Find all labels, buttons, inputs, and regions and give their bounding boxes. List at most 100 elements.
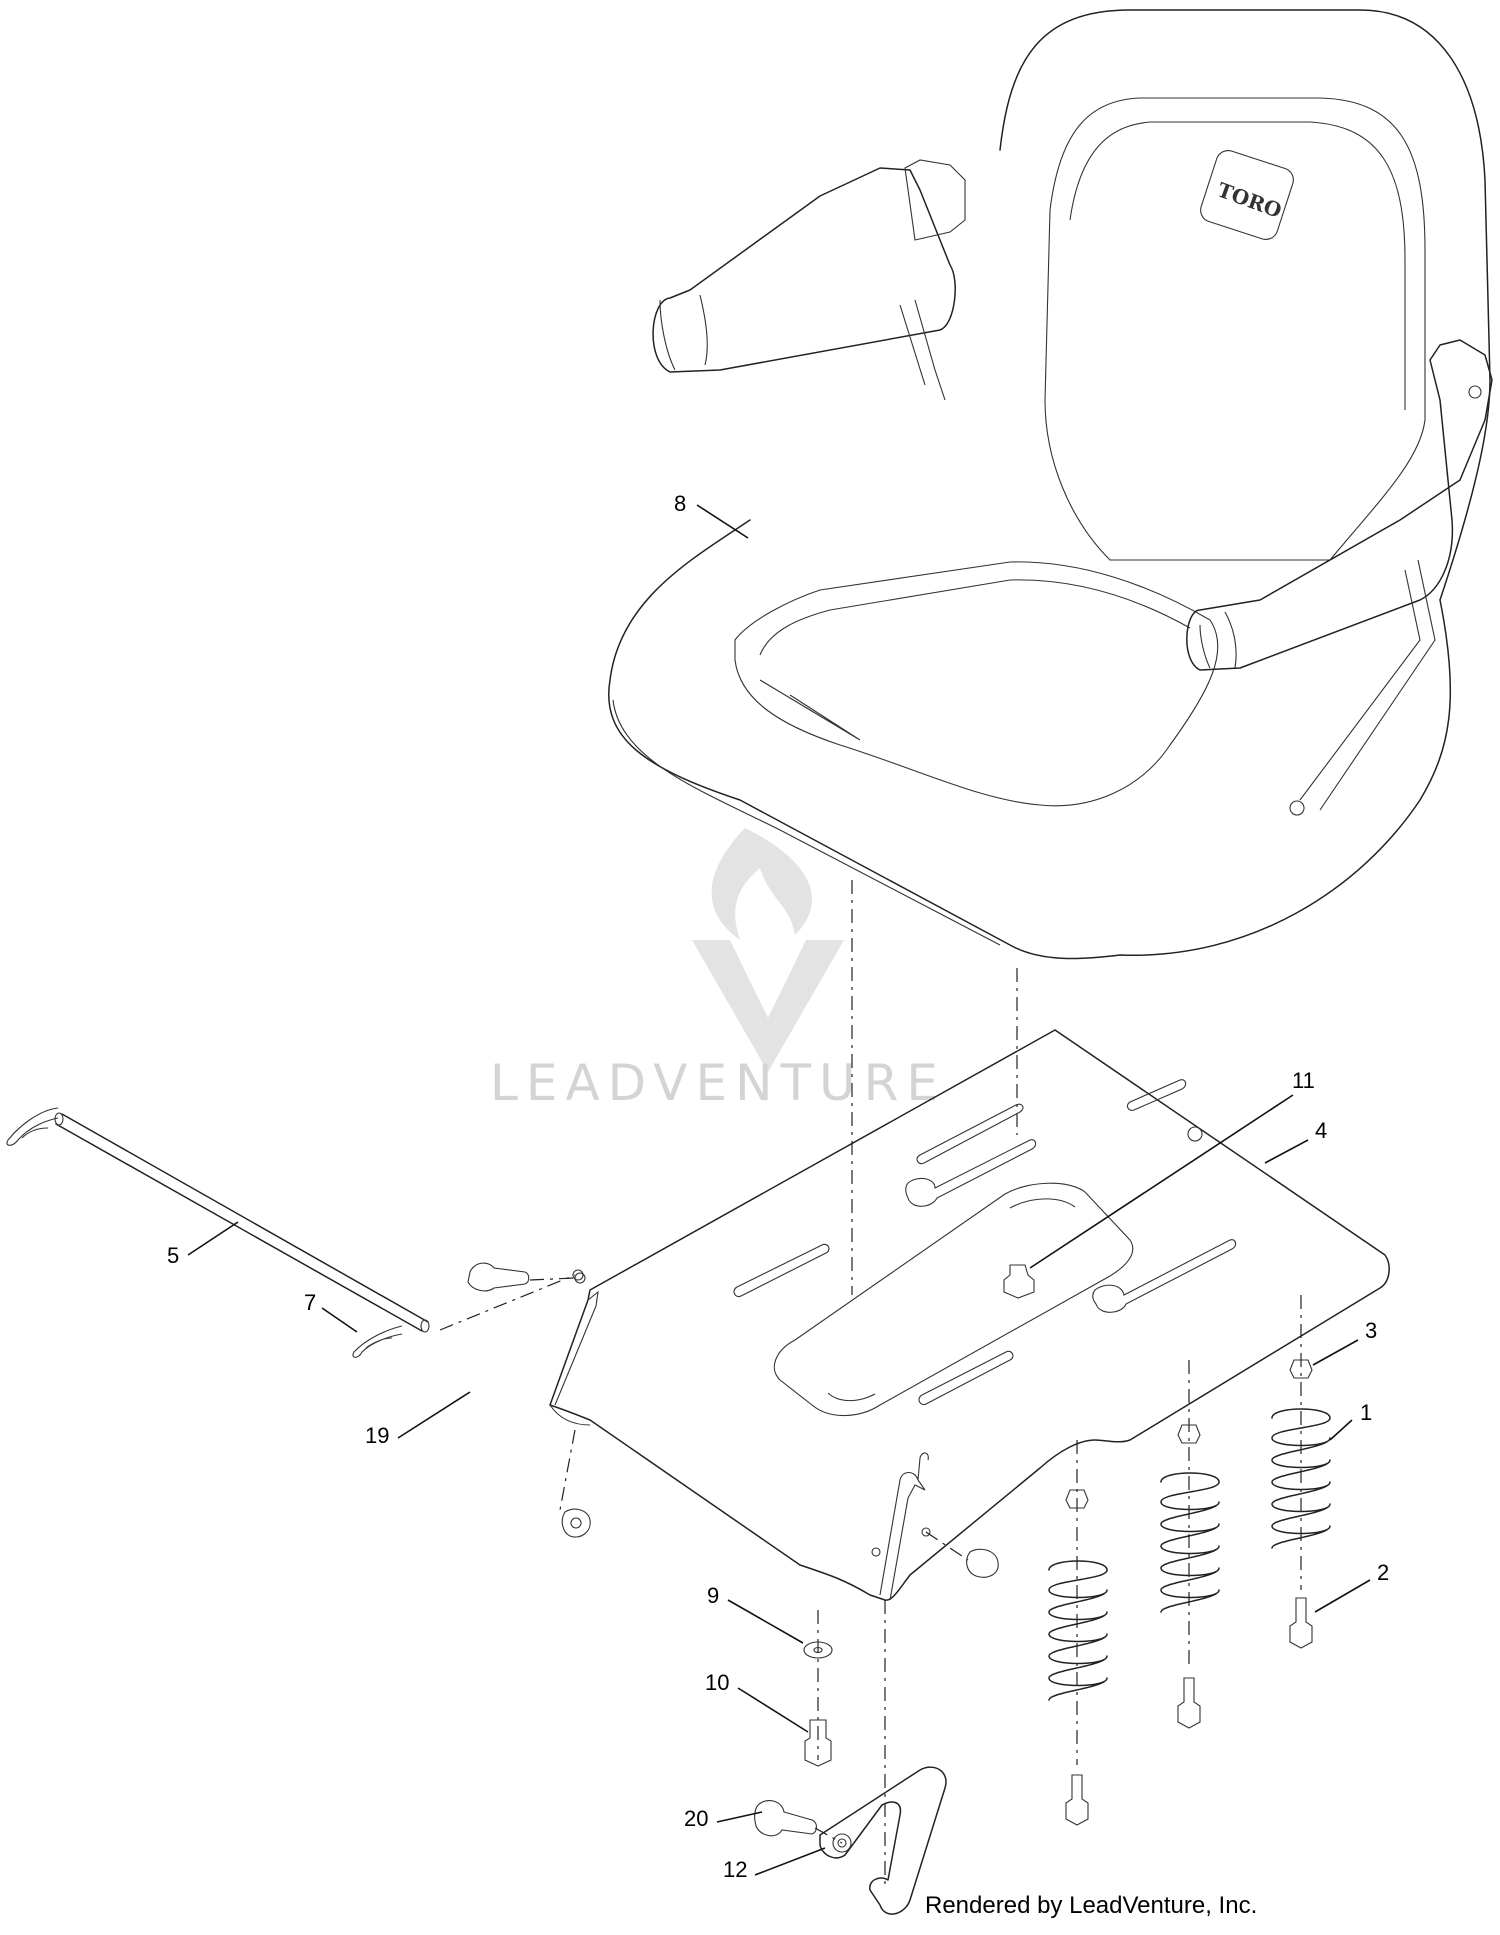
callout-20: 20 xyxy=(684,1806,708,1831)
leader-10 xyxy=(737,1687,809,1733)
callout-4: 4 xyxy=(1315,1118,1327,1143)
leader-5 xyxy=(187,1221,239,1256)
callout-7: 7 xyxy=(304,1290,316,1315)
plate-slot-4 xyxy=(918,1350,1014,1406)
seat-backrest-panel xyxy=(1044,97,1426,561)
callout-8: 8 xyxy=(674,491,686,516)
right-armrest-pivot xyxy=(1289,800,1305,816)
leader-8 xyxy=(696,504,749,539)
leader-9 xyxy=(727,1599,804,1644)
plate-side-hardware xyxy=(559,1429,999,1578)
front-bolt xyxy=(1065,1774,1089,1826)
front-spring xyxy=(1048,1560,1108,1701)
plate-keyhole-slot-1 xyxy=(905,1139,1037,1207)
plate-bracket-hole-2 xyxy=(921,1527,931,1537)
callout-2: 2 xyxy=(1377,1560,1389,1585)
callout-labels: 1 2 3 4 5 7 8 9 10 11 12 19 20 xyxy=(167,491,1389,1882)
bracket-nut xyxy=(966,1548,999,1578)
leader-1 xyxy=(1329,1419,1353,1441)
plate-center-opening-inner xyxy=(827,1198,1076,1402)
watermark-text: LEADVENTURE xyxy=(490,1054,946,1112)
right-armrest xyxy=(1186,339,1493,671)
callout-10: 10 xyxy=(705,1670,729,1695)
hairpin-clip-right xyxy=(352,1325,403,1358)
latch-plate-12 xyxy=(819,1766,947,1915)
plate-bracket-hole-1 xyxy=(871,1547,881,1557)
leader-11 xyxy=(1029,1094,1294,1269)
centerline-bolt-19 xyxy=(529,1277,576,1281)
seat-assembly: TORO xyxy=(608,9,1493,960)
shoulder-bolt-20 xyxy=(754,1799,818,1837)
leader-19 xyxy=(397,1391,471,1439)
plate-center-opening xyxy=(773,1182,1134,1417)
shoulder-bolt-19 xyxy=(467,1262,576,1292)
plate-keyhole-slot-2 xyxy=(1092,1239,1237,1313)
latch-plate-hole-inner xyxy=(837,1838,847,1848)
centerline-bracket-nut xyxy=(925,1531,969,1561)
leader-2 xyxy=(1314,1579,1371,1613)
plate-slot-2 xyxy=(1126,1079,1187,1111)
side-nut-hole xyxy=(570,1517,582,1529)
left-armrest xyxy=(652,167,956,373)
leader-4 xyxy=(1264,1139,1309,1164)
plate-side-hole xyxy=(574,1272,586,1284)
spring-assembly-front xyxy=(1048,1440,1108,1826)
hairpin-clip-left xyxy=(6,1107,59,1146)
seat-cushion-seam xyxy=(759,679,861,741)
right-armrest-knob xyxy=(1468,385,1482,399)
hinge-rod-end-right xyxy=(420,1319,430,1333)
callout-19: 19 xyxy=(365,1423,389,1448)
middle-bolt xyxy=(1177,1677,1201,1729)
bolt-10 xyxy=(804,1719,832,1767)
plate-slot-3 xyxy=(733,1243,830,1298)
centerline-bolt-20 xyxy=(814,1827,843,1844)
seat-cushion-inner-rim xyxy=(759,579,1191,656)
centerline-side-nut xyxy=(559,1429,576,1511)
nut-3 xyxy=(1289,1359,1313,1379)
callout-9: 9 xyxy=(707,1583,719,1608)
toro-badge xyxy=(1200,150,1294,240)
seat-backrest-inner xyxy=(1069,121,1406,410)
callout-11: 11 xyxy=(1292,1068,1315,1093)
callout-12: 12 xyxy=(723,1857,747,1882)
plate-slot-1 xyxy=(916,1103,1024,1165)
left-armrest-hinge xyxy=(904,159,966,241)
plate-outline xyxy=(549,1029,1390,1601)
seat-cushion-front-edge xyxy=(612,699,1001,946)
latch-plate-hole xyxy=(832,1833,852,1853)
left-armrest-bracket xyxy=(899,299,946,401)
shoulder-bolt-body xyxy=(467,1262,530,1292)
washer-9 xyxy=(803,1641,833,1659)
right-armrest-bracket xyxy=(1299,559,1436,811)
seat-backrest-outline xyxy=(999,9,1491,601)
leadventure-watermark: LEADVENTURE xyxy=(490,828,946,1112)
spring-1 xyxy=(1271,1408,1331,1549)
bolt-2 xyxy=(1289,1597,1313,1649)
plate-hinge-bracket xyxy=(879,1452,929,1601)
seat-hinge-rod xyxy=(6,1107,576,1358)
v-logo-icon xyxy=(692,940,844,1072)
spring-assembly-rear xyxy=(1271,1295,1331,1649)
callout-5: 5 xyxy=(167,1243,179,1268)
left-armrest-cap xyxy=(659,294,708,371)
washer-9-hole xyxy=(813,1646,823,1654)
nut-11 xyxy=(1003,1264,1035,1299)
toro-logo-text: TORO xyxy=(1214,178,1285,223)
rendered-by-credit: Rendered by LeadVenture, Inc. xyxy=(925,1892,1258,1919)
plate-front-flange xyxy=(549,1290,599,1426)
flame-logo-icon xyxy=(711,828,813,940)
callout-3: 3 xyxy=(1365,1318,1377,1343)
spring-assembly-middle xyxy=(1160,1360,1220,1729)
leader-20 xyxy=(716,1811,763,1823)
plate-hole-rear xyxy=(1187,1126,1203,1142)
side-nut xyxy=(561,1508,591,1538)
middle-nut xyxy=(1177,1424,1201,1444)
plate-hole-front xyxy=(572,1269,584,1281)
seat-cushion-outline xyxy=(608,519,1452,960)
centerline-rod xyxy=(439,1274,576,1331)
middle-spring xyxy=(1160,1472,1220,1613)
seat-mount-plate xyxy=(549,1029,1390,1601)
leader-12 xyxy=(754,1847,826,1876)
callout-1: 1 xyxy=(1360,1400,1372,1425)
